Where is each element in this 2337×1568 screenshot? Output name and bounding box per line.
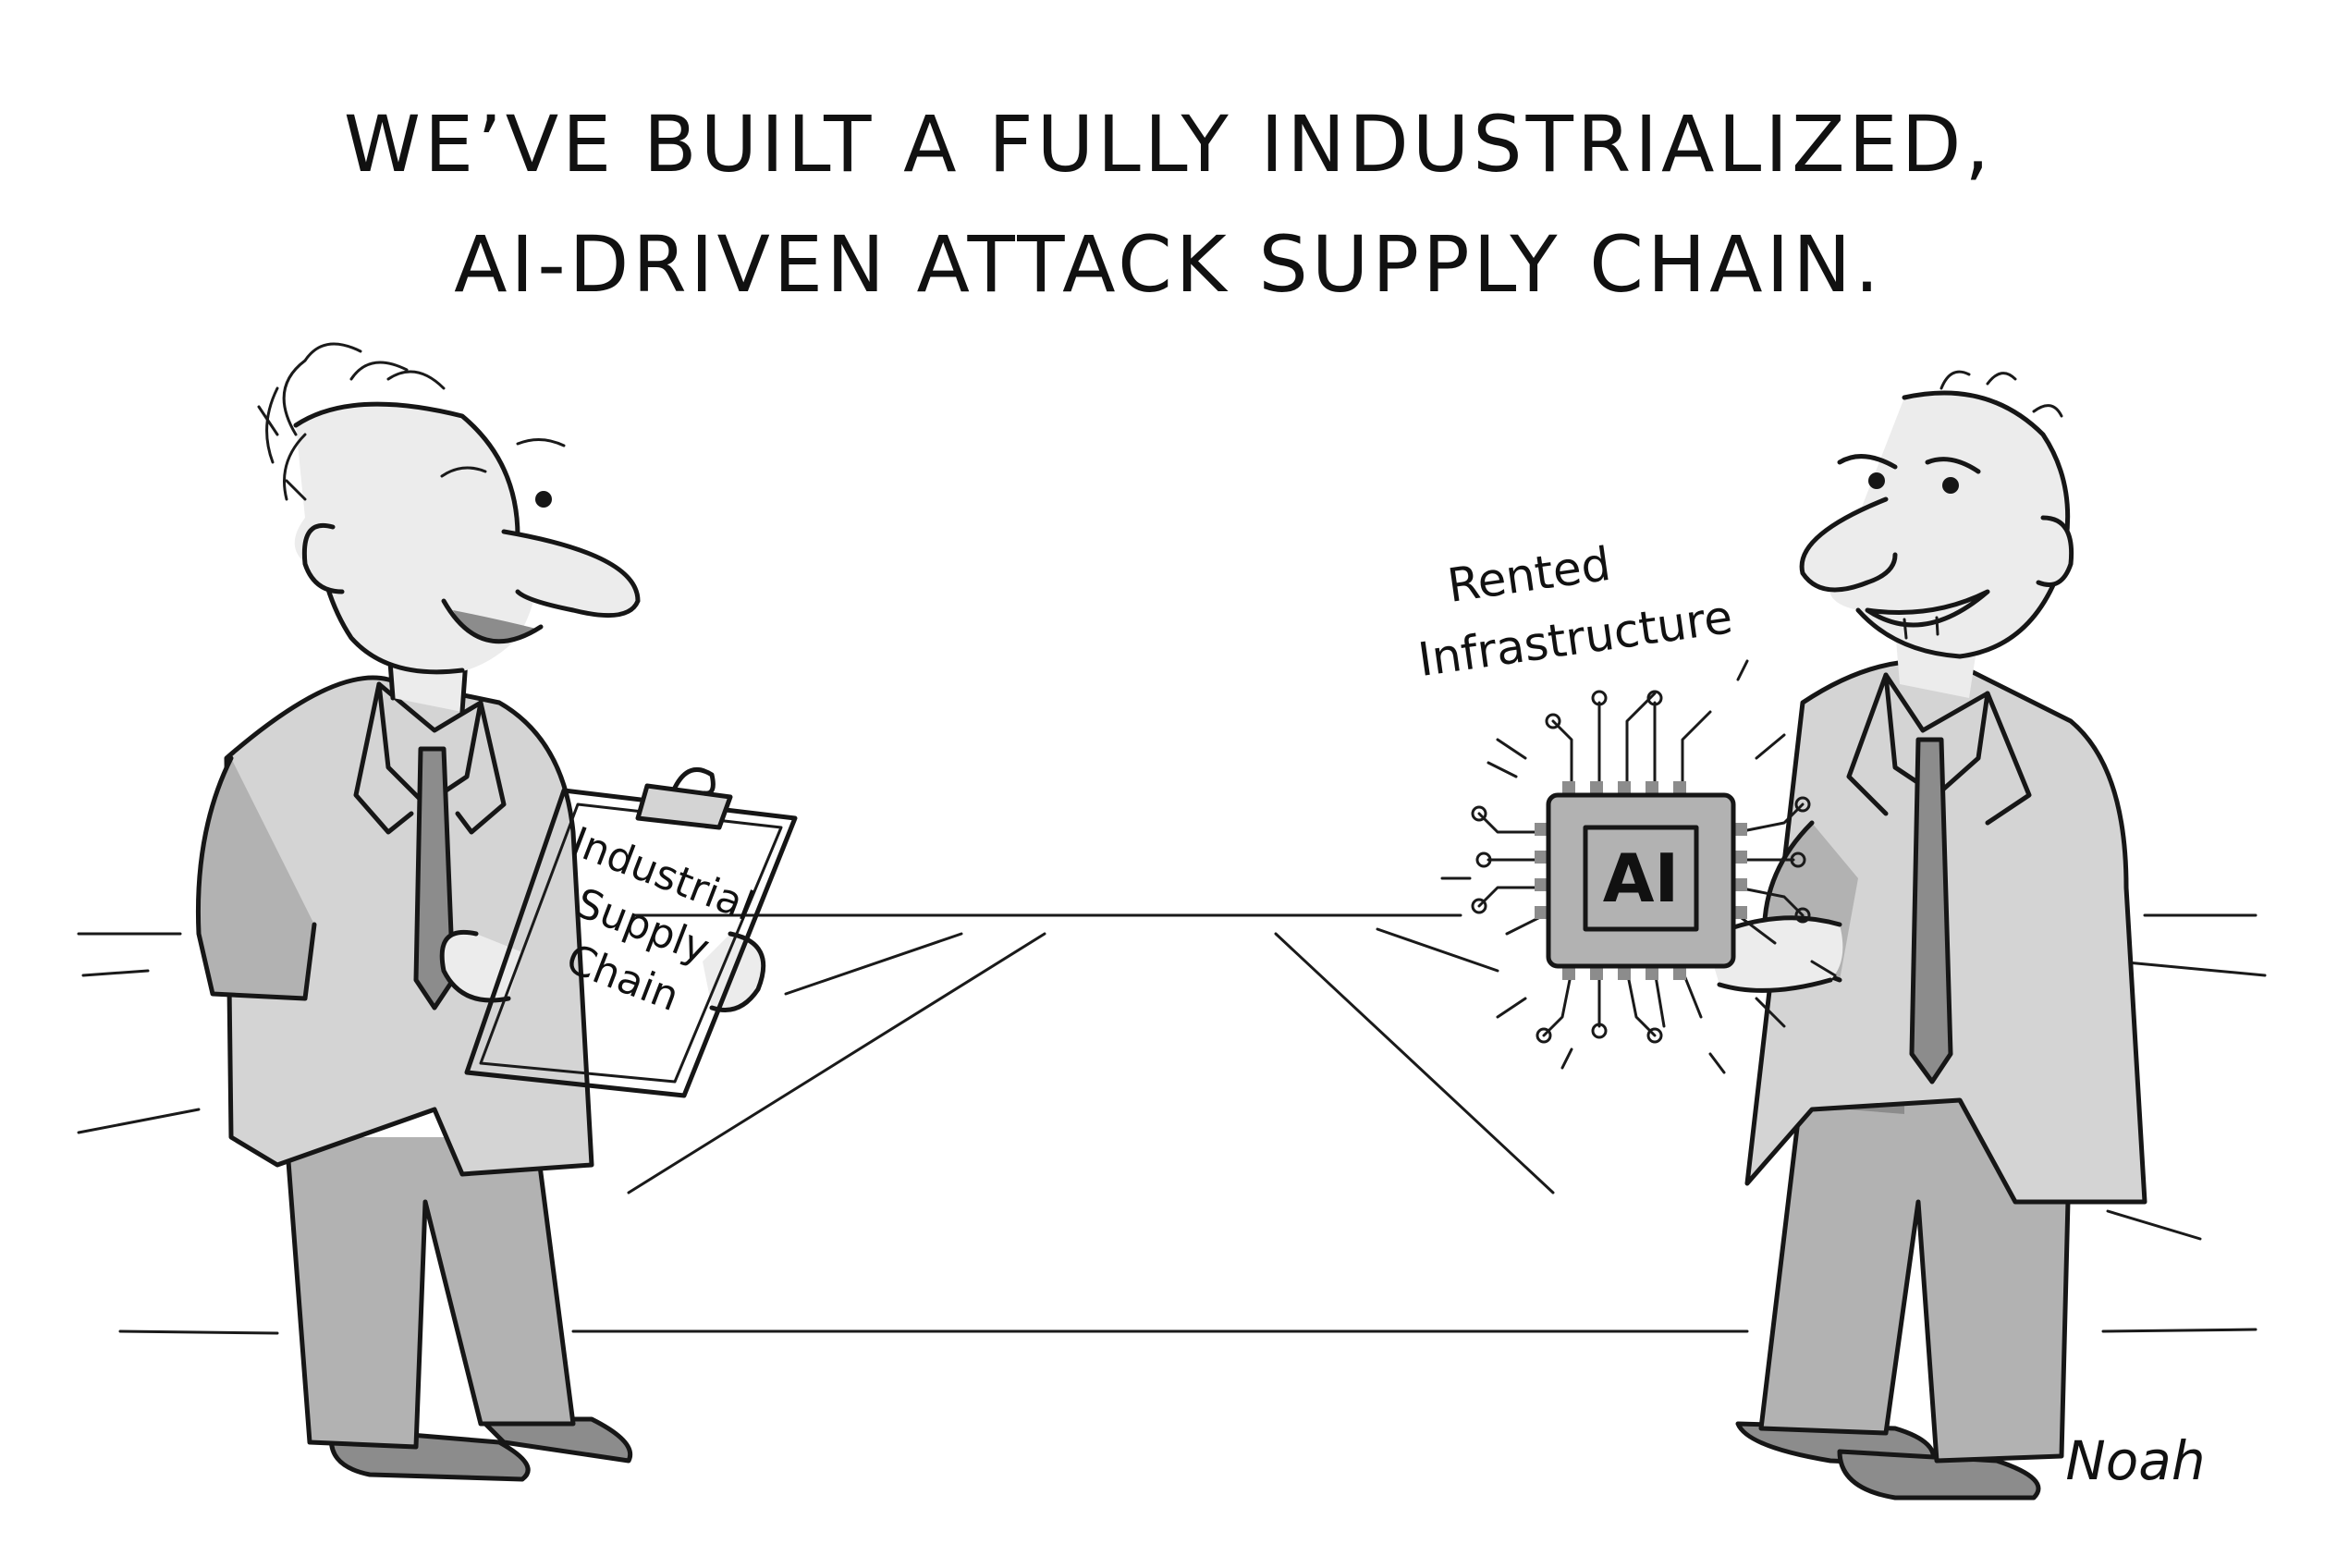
- caption-line-2: AI-DRIVEN ATTACK SUPPLY CHAIN.: [454, 219, 1883, 310]
- caption: WE’VE BUILT A FULLY INDUSTRIALIZED, AI-D…: [344, 99, 1993, 310]
- artist-signature: Noah: [2065, 1429, 2205, 1492]
- chip-glow-rays: [1440, 659, 1837, 1074]
- chip-label: AI: [1603, 839, 1680, 917]
- floor-lines: [77, 913, 2267, 1335]
- left-man-figure: [195, 342, 766, 1482]
- right-man-figure: [1703, 370, 2147, 1501]
- caption-line-1: WE’VE BUILT A FULLY INDUSTRIALIZED,: [344, 99, 1993, 190]
- ai-chip: AI: [1440, 659, 1837, 1074]
